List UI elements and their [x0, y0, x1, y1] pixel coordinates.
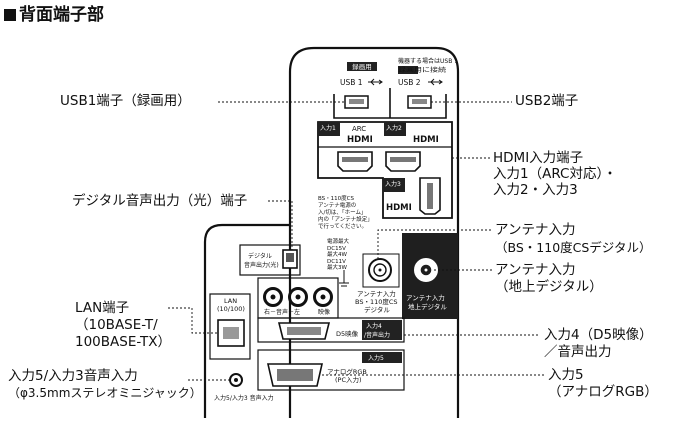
usb1-tag: 録画用	[352, 62, 372, 71]
lan-frame	[209, 293, 251, 360]
callout-input53: 入力5/入力3音声入力 （φ3.5mmステレオミニジャック）	[8, 368, 202, 402]
usb1-tag-box	[347, 62, 377, 71]
callout-antenna-bs-1: アンテナ入力	[495, 222, 576, 238]
bs-note-4: 内の「アンテナ設定」	[318, 215, 373, 223]
input2-tag: 入力2	[386, 124, 402, 132]
power-note-2: DC15V	[327, 246, 346, 252]
callout-hdmi-3: 入力2・入力3	[493, 182, 578, 198]
bs-note-1: BS・110度CS	[318, 194, 355, 202]
input1-tag-box	[318, 122, 340, 136]
callout-hdmi-1: HDMI入力端子	[493, 150, 584, 166]
optical-frame	[239, 244, 301, 276]
mini-jack-label: 入力5/入力3 音声入力	[214, 394, 274, 402]
power-note-5: 最大3W	[327, 263, 347, 271]
bs-note-3: 入/切は、「ホーム」	[318, 209, 366, 216]
usb2-symbol-icon	[428, 78, 443, 86]
lan-label-2: (10/100)	[217, 305, 245, 313]
callout-input5: 入力5 （アナログRGB）	[548, 367, 658, 401]
input3-tag: 入力3	[385, 180, 401, 188]
d5-label: D5映像	[336, 329, 359, 338]
usb2-note-a: 機器する場合はUSB 1	[398, 57, 458, 65]
bs-label-3: デジタル	[364, 305, 390, 314]
input4-tag-1: 入力4	[366, 322, 382, 330]
callout-input5-2: （アナログRGB）	[548, 384, 658, 400]
input5-tag-box	[362, 352, 402, 363]
usb1-symbol-icon	[368, 78, 383, 86]
callout-lan: LAN端子 （10BASE-T/ 100BASE-TX）	[75, 300, 171, 351]
callout-usb1: USB1端子（録画用）	[60, 93, 191, 109]
title-text: 背面端子部	[19, 5, 104, 25]
leader-lan	[168, 307, 218, 334]
input5-tag: 入力5	[368, 354, 384, 362]
rgb-label-1: アナログRGB	[327, 367, 367, 376]
panel-outline	[203, 46, 460, 418]
power-note-3: 最大4W	[327, 250, 347, 258]
video-label: 映像	[318, 308, 330, 316]
callout-lan-2: （10BASE-T/	[75, 317, 158, 333]
callout-input53-2: （φ3.5mmステレオミニジャック）	[8, 386, 202, 400]
rgb-panel	[257, 349, 405, 391]
usb2-label: USB 2	[398, 78, 421, 87]
callout-usb2: USB2端子	[515, 93, 579, 109]
callout-antenna-terr-2: （地上デジタル）	[495, 279, 603, 295]
callout-input5-1: 入力5	[548, 367, 584, 383]
d5-panel	[257, 317, 405, 343]
title-square-icon	[4, 9, 16, 21]
hdmi1-logo: HDMI	[347, 135, 373, 145]
leader-lines	[168, 101, 545, 381]
callout-optical: デジタル音声出力（光）端子	[72, 193, 248, 209]
rgb-label-2: (PC入力)	[335, 375, 362, 384]
input4-tag-2: /音声出力	[364, 331, 390, 339]
leader-antenna-bs	[377, 229, 492, 259]
terr-label-2: 地上デジタル	[408, 302, 447, 311]
usb1-port	[344, 95, 369, 109]
callout-input4-2: ／音声出力	[544, 344, 612, 360]
hdmi-bracket	[317, 121, 453, 219]
bs-note-2: アンテナ電源の	[318, 201, 356, 209]
arc-label: ARC	[352, 125, 366, 133]
audio-lr-label: 右－音声－左	[264, 308, 300, 316]
section-title: 背面端子部	[4, 0, 104, 25]
callout-input4: 入力4（D5映像） ／音声出力	[544, 327, 653, 361]
hdmi3-logo: HDMI	[386, 203, 412, 213]
usb1-label: USB 1	[340, 78, 363, 87]
usb2-note-box	[398, 66, 418, 74]
bs-label-2: BS・110度CS	[355, 297, 398, 306]
callout-input53-1: 入力5/入力3音声入力	[8, 368, 138, 384]
input1-tag: 入力1	[320, 124, 336, 132]
lan-label-1: LAN	[224, 297, 237, 305]
ground-symbol-icon	[339, 270, 349, 287]
callout-input4-1: 入力4（D5映像）	[544, 327, 653, 343]
input3-tag-box	[383, 178, 405, 192]
leader-optical	[268, 200, 293, 250]
callout-hdmi-2: 入力1（ARC対応）・	[493, 166, 617, 182]
power-note-1: 電源最大	[327, 237, 350, 245]
bs-note-5: で行ってください。	[318, 222, 367, 230]
bs-label-1: アンテナ入力	[357, 289, 396, 298]
callout-lan-3: 100BASE-TX）	[75, 334, 171, 350]
callout-antenna-bs: アンテナ入力 （BS・110度CSデジタル）	[495, 222, 652, 256]
power-note-4: DC11V	[327, 259, 346, 265]
optical-label-1: デジタル	[248, 252, 272, 260]
optical-label-2: 音声出力(光)	[244, 261, 279, 269]
input4-tag-box	[362, 320, 402, 340]
callout-antenna-terr-1: アンテナ入力	[495, 262, 576, 278]
hdmi2-logo: HDMI	[413, 135, 439, 145]
usb2-note-b: 録画用に接続	[398, 66, 446, 74]
callout-lan-1: LAN端子	[75, 300, 130, 316]
callout-antenna-terr: アンテナ入力 （地上デジタル）	[495, 262, 603, 296]
callout-hdmi: HDMI入力端子 入力1（ARC対応）・ 入力2・入力3	[493, 150, 617, 198]
terr-label-1: アンテナ入力	[406, 293, 445, 302]
input2-tag-box	[384, 122, 406, 136]
callout-antenna-bs-2: （BS・110度CSデジタル）	[495, 240, 652, 255]
